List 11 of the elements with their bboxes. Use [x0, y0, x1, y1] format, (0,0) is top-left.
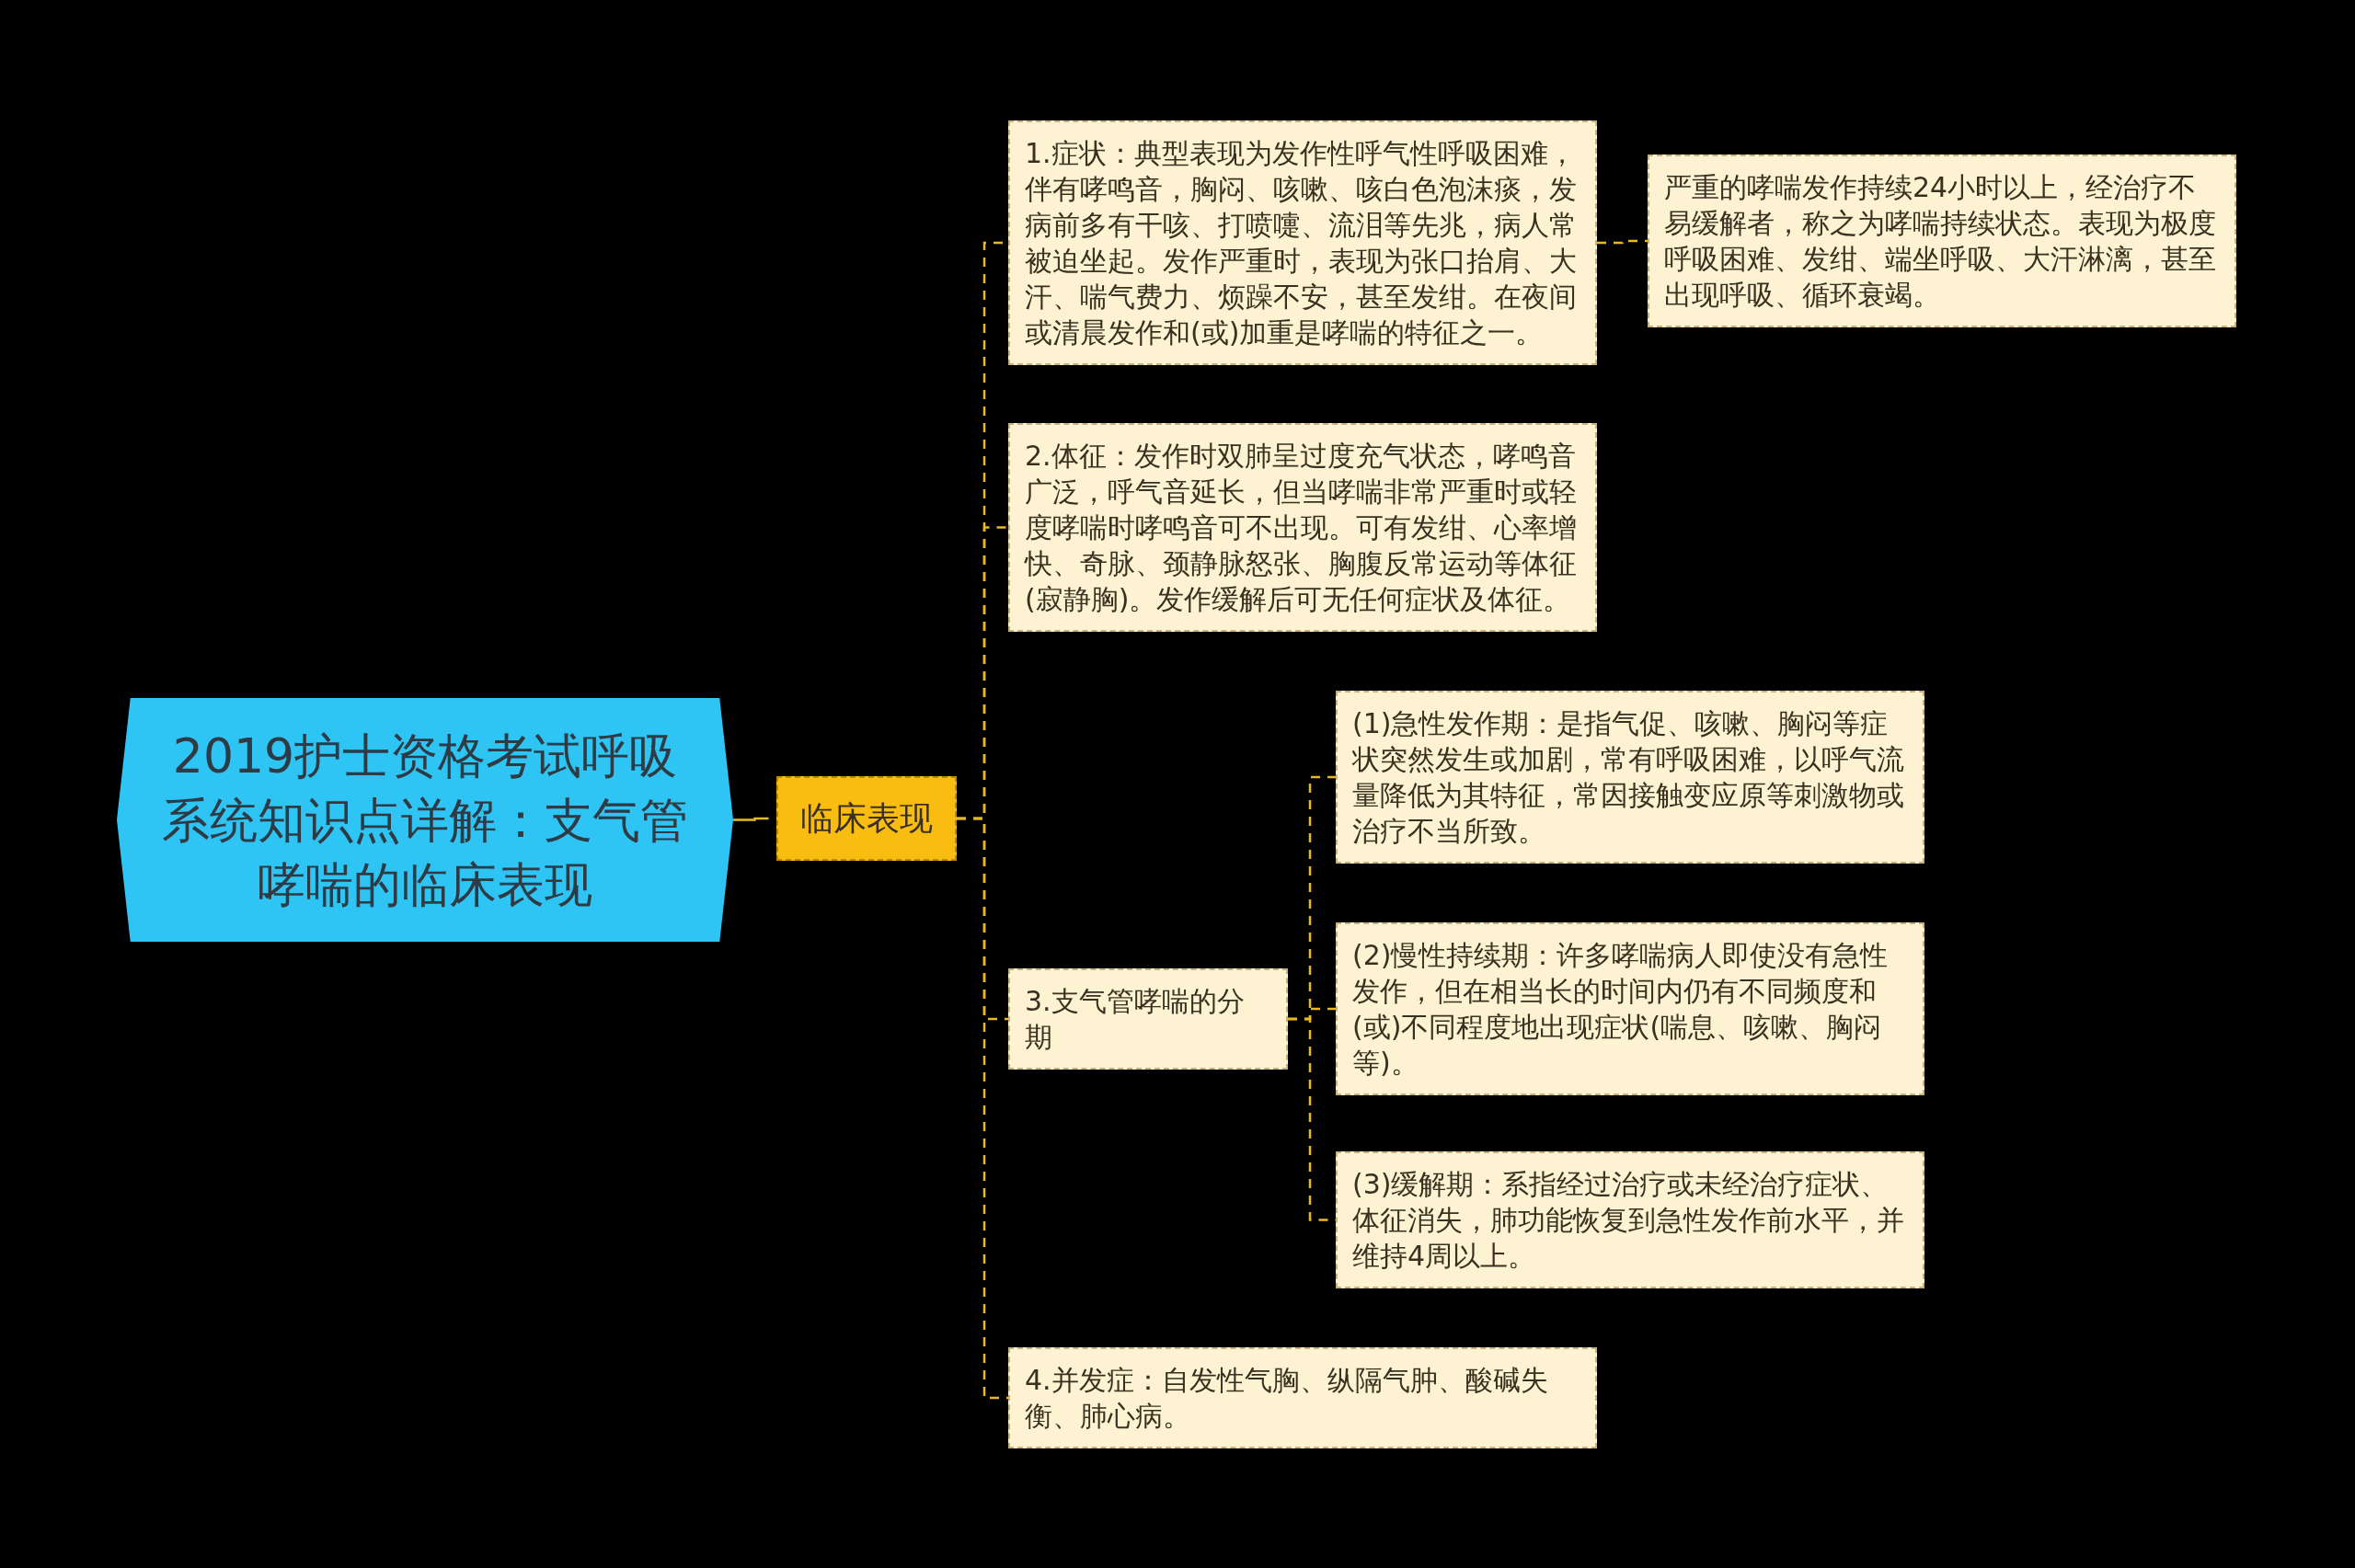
- connector-line: [1597, 239, 1648, 245]
- note-box: (3)缓解期：系指经过治疗或未经治疗症状、体征消失，肺功能恢复到急性发作前水平，并维持4周以上。: [1336, 1151, 1924, 1288]
- note-box: 3.支气管哮喘的分期: [1008, 968, 1288, 1070]
- note-box: 严重的哮喘发作持续24小时以上，经治疗不易缓解者，称之为哮喘持续状态。表现为极度呼吸困难、发绀、端坐呼吸、大汗淋漓，甚至出现呼吸、循环衰竭。: [1648, 155, 2236, 327]
- note-box: 4.并发症：自发性气胸、纵隔气肿、酸碱失衡、肺心病。: [1008, 1347, 1597, 1448]
- connector-line: [957, 817, 1008, 1400]
- note-box: 1.症状：典型表现为发作性呼气性呼吸困难，伴有哮鸣音，胸闷、咳嗽、咳白色泡沫痰，发病前多有干咳、打喷嚏、流泪等先兆，病人常被迫坐起。发作严重时，表现为张口抬肩、大汗、喘气费力、烦躁不安，甚至发绀。在夜间或清晨发作和(或)加重是哮喘的特征之一。: [1008, 120, 1597, 365]
- branch-box: 临床表现: [776, 776, 957, 861]
- note-box: 2.体征：发作时双肺呈过度充气状态，哮鸣音广泛，呼气音延长，但当哮喘非常严重时或轻度哮喘时哮鸣音可不出现。可有发绀、心率增快、奇脉、颈静脉怒张、胸腹反常运动等体征(寂静胸)。发作缓解后可无任何症状及体征。: [1008, 423, 1597, 632]
- note-box: (1)急性发作期：是指气促、咳嗽、胸闷等症状突然发生或加剧，常有呼吸困难，以呼气流量降低为其特征，常因接触变应原等刺激物或治疗不当所致。: [1336, 691, 1924, 864]
- note-box: (2)慢性持续期：许多哮喘病人即使没有急性发作，但在相当长的时间内仍有不同频度和(或)不同程度地出现症状(喘息、咳嗽、胸闷等)。: [1336, 922, 1924, 1095]
